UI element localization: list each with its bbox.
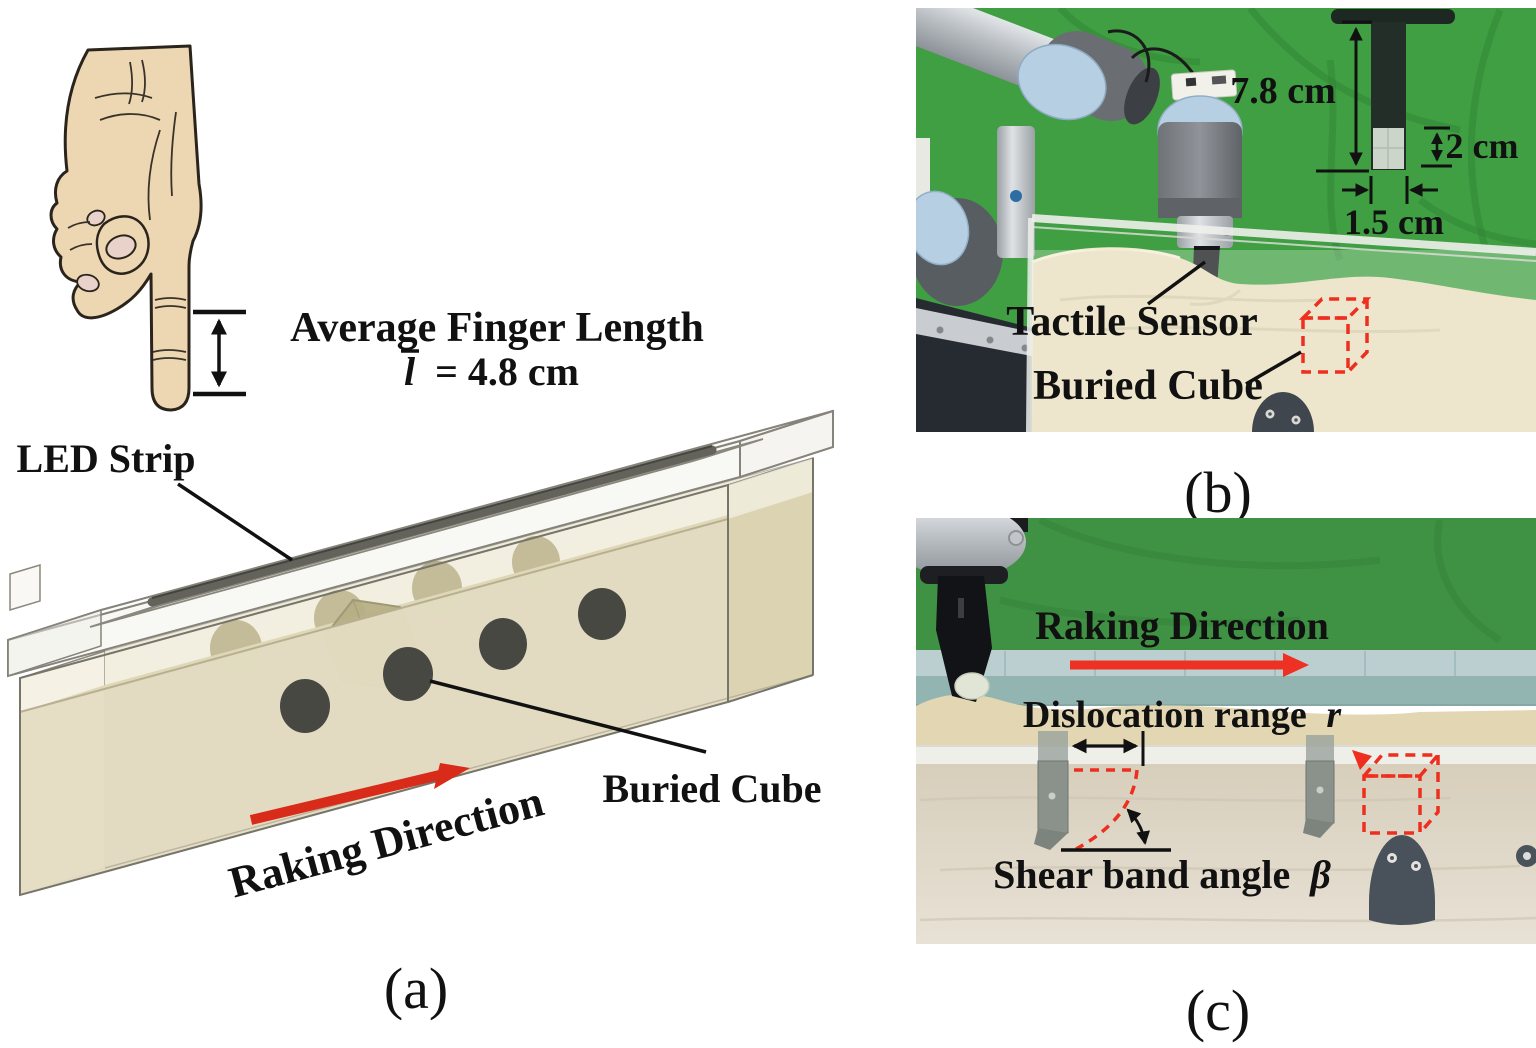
wrist-housing bbox=[1158, 122, 1242, 218]
box-right-face-top bbox=[728, 458, 813, 519]
panel-a: Average Finger Length l = 4.8 cm bbox=[7, 44, 834, 1021]
buried-cube-dashed-icon-c bbox=[1360, 753, 1442, 835]
raking-arrow-head-icon-c bbox=[1283, 653, 1309, 677]
shear-band-symbol: β bbox=[1308, 852, 1331, 897]
raking-arrow-shaft bbox=[249, 768, 450, 825]
hand-illustration bbox=[49, 44, 203, 412]
led-strip-label: LED Strip bbox=[17, 436, 196, 481]
mount-blob-c bbox=[1369, 835, 1536, 925]
buried-cube-label-a: Buried Cube bbox=[603, 766, 822, 811]
sandbox-illustration bbox=[7, 409, 834, 897]
tactile-sensor-label: Tactile Sensor bbox=[1006, 299, 1258, 345]
shear-band-label: Shear band angle β bbox=[993, 852, 1331, 897]
black-dot bbox=[479, 618, 527, 670]
svg-text:l = 4.8 cm: l = 4.8 cm bbox=[404, 349, 579, 394]
led-strip-edge bbox=[151, 445, 713, 599]
finger-nail-small-2 bbox=[76, 273, 100, 293]
base-joint-blue-cap bbox=[916, 190, 970, 266]
box-front-glass bbox=[20, 485, 728, 895]
sand-level-line bbox=[19, 518, 729, 713]
mount-blob-b bbox=[1252, 392, 1314, 432]
buried-cube-leader-b bbox=[1245, 350, 1302, 386]
container-left-edge bbox=[1026, 217, 1034, 432]
lid-right-face bbox=[739, 409, 834, 479]
buried-cube-dashed-icon-b bbox=[1298, 297, 1372, 374]
thumb-nail bbox=[105, 234, 137, 260]
hand-creases bbox=[67, 59, 187, 361]
cube-bracket-left bbox=[1034, 731, 1069, 850]
shear-angle-arc-icon bbox=[1126, 808, 1150, 846]
finger-length-dimension bbox=[193, 309, 246, 397]
front-marker-dots bbox=[280, 588, 626, 733]
caption-c: (c) bbox=[1186, 978, 1250, 1043]
black-dot bbox=[383, 647, 433, 701]
dislocation-label: Dislocation range r bbox=[1023, 694, 1342, 736]
finger-value: = 4.8 cm bbox=[435, 349, 579, 394]
dislocation-dimension bbox=[1071, 731, 1145, 766]
caption-b: (b) bbox=[1184, 460, 1252, 525]
cloth-wrinkles-b bbox=[1057, 8, 1536, 262]
finger-symbol: l bbox=[404, 349, 416, 394]
bottom-right-edge bbox=[727, 674, 814, 703]
back-sand-strip bbox=[916, 694, 1536, 750]
led-strip-icon bbox=[147, 445, 717, 607]
raking-arrow-head-icon bbox=[434, 763, 470, 789]
panel-b: 7.8 cm 2 cm 1.5 cm Tactile Sensor Buried… bbox=[916, 8, 1536, 525]
probe-tip-label: 2 cm bbox=[1446, 126, 1519, 166]
black-dot bbox=[578, 588, 626, 640]
panel-c: Raking Direction Dislocation range r bbox=[916, 518, 1536, 1043]
avg-finger-length-label: Average Finger Length bbox=[290, 305, 704, 351]
sensor-cable bbox=[1107, 29, 1198, 83]
cloth-wrinkles-c bbox=[999, 518, 1502, 644]
lid-left-face bbox=[7, 608, 102, 678]
probe-inset: 7.8 cm 2 cm 1.5 cm bbox=[1230, 9, 1518, 242]
probe-length-label: 7.8 cm bbox=[1230, 70, 1336, 112]
container-rim bbox=[1031, 214, 1536, 256]
buried-cube-label-b: Buried Cube bbox=[1033, 363, 1263, 409]
lid-end-tab bbox=[9, 563, 41, 612]
box-lid bbox=[7, 409, 834, 678]
base-plate bbox=[916, 308, 1042, 358]
tactile-sensor-leader bbox=[1146, 260, 1207, 306]
elbow-joint bbox=[1017, 30, 1160, 125]
probe-cap bbox=[1331, 9, 1455, 24]
ur-logo-icon bbox=[1010, 190, 1022, 202]
teal-band bbox=[916, 676, 1536, 706]
dislocation-symbol: r bbox=[1326, 694, 1342, 736]
caption-a: (a) bbox=[384, 956, 448, 1021]
sand-clump bbox=[954, 672, 990, 700]
flange-bolt-icon bbox=[1008, 530, 1024, 546]
elbow-blue-cap bbox=[1017, 43, 1107, 121]
wrist-band bbox=[1158, 198, 1242, 218]
raking-direction-label-c: Raking Direction bbox=[1035, 603, 1329, 648]
container-front-edge bbox=[916, 746, 1536, 766]
probe-width-label: 1.5 cm bbox=[1344, 202, 1444, 242]
lid-slot-inner bbox=[111, 445, 742, 622]
cube-arrow-head-icon bbox=[1352, 750, 1372, 770]
led-strip-leader-line bbox=[177, 482, 293, 562]
front-sand bbox=[20, 519, 728, 895]
avg-finger-value: l = 4.8 cm bbox=[401, 349, 579, 394]
buried-cube-leader-line bbox=[429, 679, 707, 754]
tactile-finger-c bbox=[936, 576, 992, 702]
shear-band-dashed bbox=[1074, 768, 1139, 851]
black-dot bbox=[280, 679, 330, 733]
cube-bracket-right bbox=[1303, 735, 1335, 838]
wrist-flange-c bbox=[916, 518, 1026, 578]
probe-dimensions bbox=[1316, 20, 1452, 204]
